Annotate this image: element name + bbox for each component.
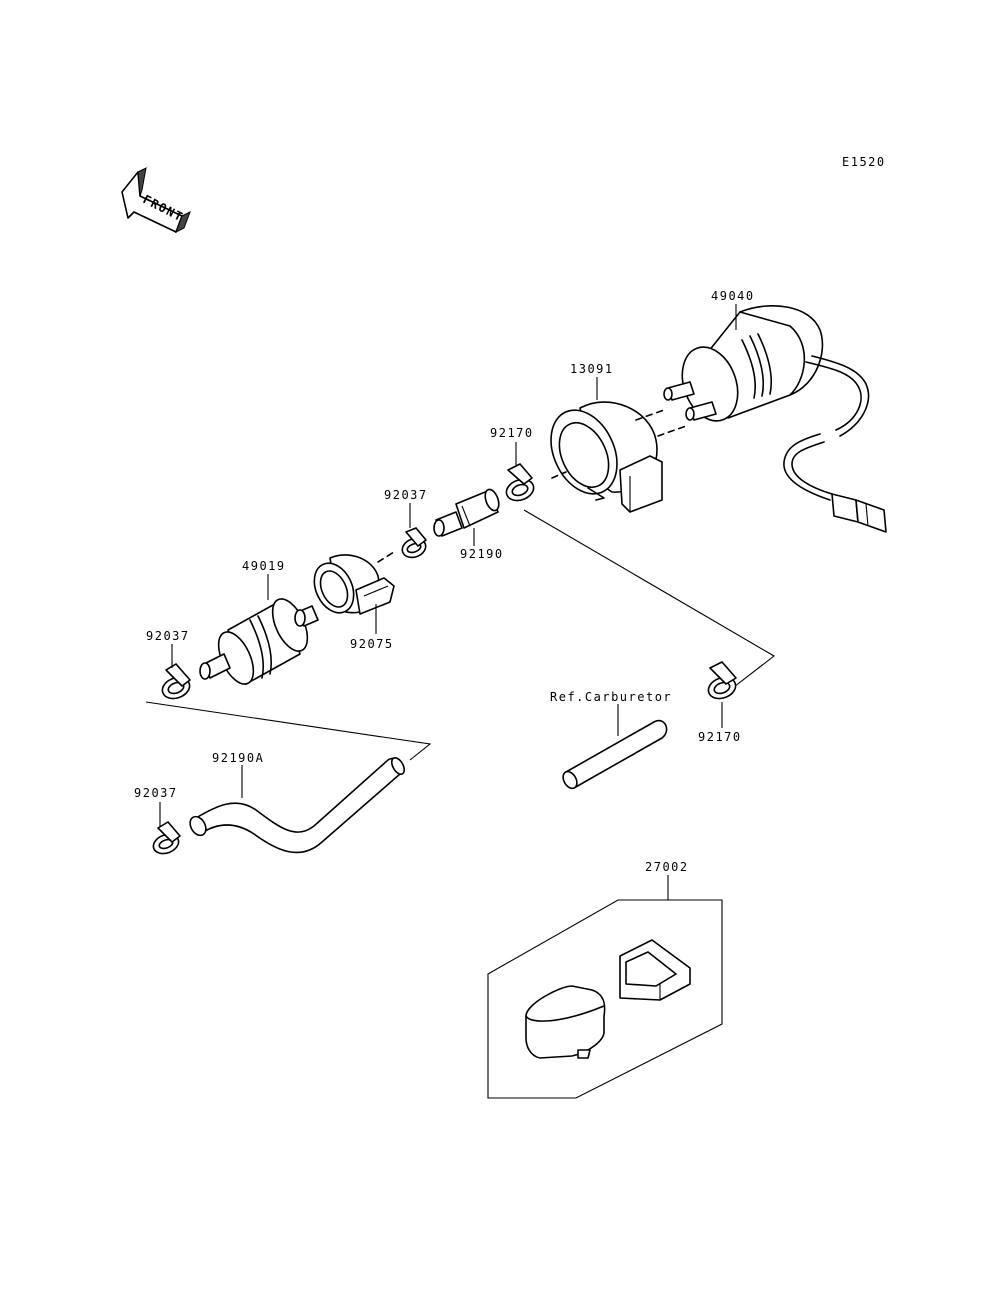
label-92190A: 92190A (212, 751, 264, 765)
clamp-92170-top (505, 463, 535, 502)
label-92170-right: 92170 (698, 730, 742, 744)
clamp-92037-bottom (152, 821, 181, 855)
diagram-code: E1520 (842, 155, 886, 169)
label-92037-mid: 92037 (384, 488, 428, 502)
label-92037-left: 92037 (146, 629, 190, 643)
label-49019: 49019 (242, 559, 286, 573)
label-ref-carburetor: Ref.Carburetor (550, 690, 672, 704)
bracket-13091 (550, 401, 663, 513)
label-92190: 92190 (460, 547, 504, 561)
label-92037-bottom: 92037 (134, 786, 178, 800)
clamp-92170-right (707, 661, 737, 700)
fuel-pump-49040 (663, 305, 887, 533)
label-27002: 27002 (645, 860, 689, 874)
front-arrow-icon: FRONT (121, 167, 191, 234)
label-92170-top: 92170 (490, 426, 534, 440)
holder-92075 (313, 554, 395, 615)
label-13091: 13091 (570, 362, 614, 376)
kit-27002-box (487, 899, 723, 1099)
clamp-92037-mid (401, 527, 427, 559)
carburetor-hose (562, 719, 668, 790)
hose-92190A (189, 757, 406, 854)
label-92075: 92075 (350, 637, 394, 651)
fuel-filter-49019 (199, 598, 319, 685)
clamp-92037-left (161, 663, 191, 700)
label-49040: 49040 (711, 289, 755, 303)
pipe-92190 (433, 488, 500, 537)
